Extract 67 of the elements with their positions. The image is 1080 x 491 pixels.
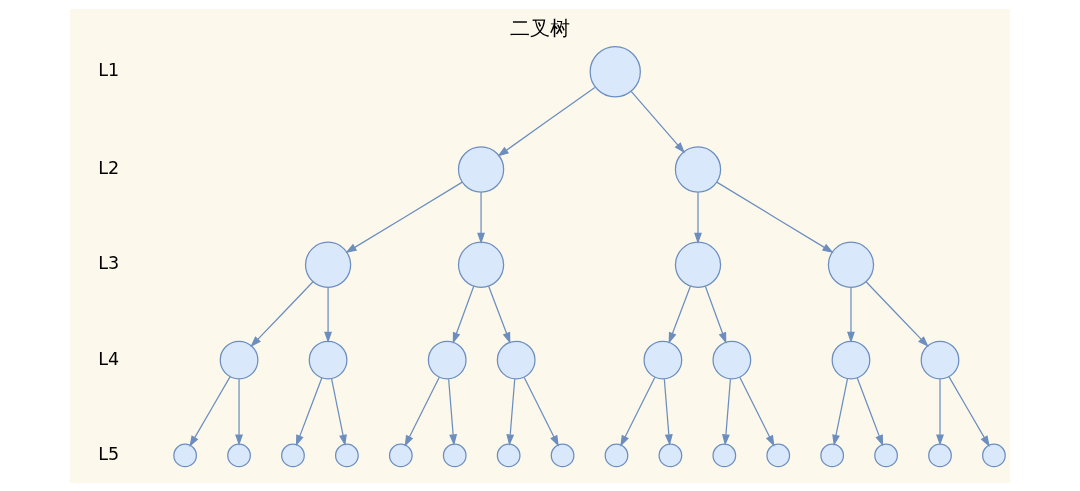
arrow xyxy=(722,378,732,446)
node-circle xyxy=(550,443,575,467)
node-circle xyxy=(589,45,641,97)
node-circle xyxy=(227,443,251,467)
arrow xyxy=(235,378,243,446)
arrow xyxy=(832,377,849,446)
arrow xyxy=(331,377,347,446)
arrow xyxy=(948,375,990,447)
arrow xyxy=(739,376,775,447)
node-circle xyxy=(308,340,348,380)
arrow xyxy=(865,280,929,347)
node-circle xyxy=(712,340,752,380)
node-circle xyxy=(457,145,505,193)
node-circle xyxy=(388,443,413,467)
node-circle xyxy=(982,443,1006,467)
arrow xyxy=(488,285,511,344)
node-circle xyxy=(874,443,898,467)
arrow xyxy=(716,181,834,253)
arrow xyxy=(847,286,855,343)
arrow xyxy=(189,375,231,447)
node-circle xyxy=(219,340,259,380)
node-circle xyxy=(674,241,722,288)
node-circle xyxy=(674,145,722,193)
node-circle xyxy=(766,443,791,467)
label: L3 xyxy=(98,252,120,273)
node-circle xyxy=(643,340,683,380)
node-circle xyxy=(827,241,875,288)
arrow xyxy=(668,285,691,344)
arrow xyxy=(452,285,475,344)
node-circle xyxy=(496,443,521,467)
arrow xyxy=(694,191,702,244)
node-circle xyxy=(457,241,505,288)
arrow xyxy=(448,378,458,446)
node-circle xyxy=(658,443,683,467)
node-circle xyxy=(334,443,359,467)
label: L2 xyxy=(98,157,120,178)
arrow xyxy=(663,378,673,446)
label: L5 xyxy=(98,443,120,464)
arrow xyxy=(856,376,884,446)
arrow xyxy=(250,280,314,347)
arrow xyxy=(295,376,323,446)
node-circle xyxy=(173,443,198,467)
node-circle xyxy=(831,340,871,380)
node-circle xyxy=(496,340,536,380)
node-circle xyxy=(928,443,952,467)
arrow xyxy=(477,191,486,244)
arrow xyxy=(630,90,685,153)
node-circle xyxy=(304,241,352,288)
arrow xyxy=(523,376,559,447)
arrow xyxy=(704,285,727,344)
node-circle xyxy=(442,443,467,467)
node-circle xyxy=(281,443,305,467)
arrow xyxy=(497,86,596,157)
arrow xyxy=(936,378,944,446)
node-circle xyxy=(712,443,737,467)
label: L1 xyxy=(98,59,120,80)
arrow xyxy=(404,376,440,447)
label: L4 xyxy=(98,348,120,369)
node-circle xyxy=(920,340,960,380)
arrow xyxy=(324,286,333,343)
node-circle xyxy=(427,340,467,380)
arrow xyxy=(620,376,656,447)
node-circle xyxy=(820,443,845,467)
arrow xyxy=(345,181,463,253)
diagram-title: 二叉树 xyxy=(510,15,570,40)
node-circle xyxy=(604,443,629,467)
arrow xyxy=(506,378,516,446)
